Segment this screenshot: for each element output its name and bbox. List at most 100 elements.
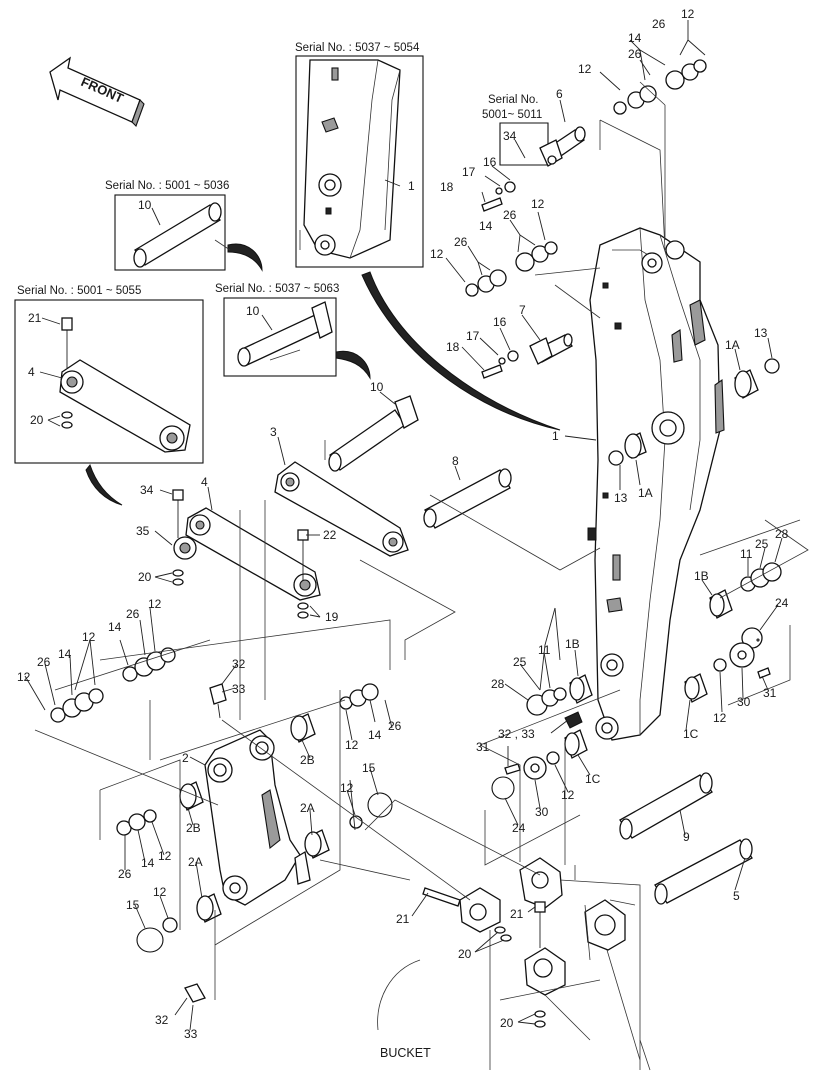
callout-20: 20 bbox=[138, 570, 152, 584]
callout-11: 11 bbox=[740, 547, 753, 561]
callout-16: 16 bbox=[493, 315, 507, 329]
callout-6: 6 bbox=[556, 87, 563, 101]
callout-12: 12 bbox=[340, 781, 354, 795]
callout-31: 31 bbox=[476, 740, 490, 754]
callout-14: 14 bbox=[58, 647, 72, 661]
washers-mid bbox=[465, 241, 558, 297]
washers-left-of-boom bbox=[491, 638, 760, 800]
callout-25: 25 bbox=[755, 537, 769, 551]
callout-13: 13 bbox=[754, 326, 768, 340]
callout-2a: 2A bbox=[188, 855, 203, 869]
callout-14: 14 bbox=[108, 620, 122, 634]
callout-33: 33 bbox=[184, 1027, 198, 1041]
bolt-18-top bbox=[481, 181, 516, 212]
callout-26: 26 bbox=[503, 208, 517, 222]
callout-26: 26 bbox=[37, 655, 51, 669]
callout-7: 7 bbox=[519, 303, 526, 317]
callout-32: 32 bbox=[155, 1013, 169, 1027]
callout-12: 12 bbox=[681, 7, 695, 21]
serial-label-boom: Serial No. : 5037 ~ 5054 bbox=[295, 42, 420, 54]
callout-21: 21 bbox=[28, 311, 42, 325]
serial-label-pin6-1: Serial No. bbox=[488, 94, 539, 106]
callout-13: 13 bbox=[614, 491, 628, 505]
washers-arm-link bbox=[50, 647, 393, 953]
callout-25: 25 bbox=[513, 655, 527, 669]
callout-32: 32 bbox=[232, 657, 246, 671]
callout-12: 12 bbox=[531, 197, 545, 211]
callout-4: 4 bbox=[28, 365, 35, 379]
callout-10: 10 bbox=[246, 304, 260, 318]
leader-lines bbox=[24, 20, 783, 1031]
callout-12: 12 bbox=[713, 711, 727, 725]
pin-8 bbox=[423, 468, 512, 529]
boom bbox=[587, 227, 725, 741]
pin-10 bbox=[328, 395, 419, 472]
callout-14: 14 bbox=[628, 31, 642, 45]
callout-1a: 1A bbox=[725, 338, 740, 352]
callout-10: 10 bbox=[370, 380, 384, 394]
serial-box-link: Serial No. : 5001 ~ 5055 bbox=[14, 285, 204, 464]
callout-4: 4 bbox=[201, 475, 208, 489]
callout-12: 12 bbox=[158, 849, 172, 863]
serial-label-link: Serial No. : 5001 ~ 5055 bbox=[17, 285, 141, 297]
callout-17: 17 bbox=[462, 165, 476, 179]
callouts: 12 26 14 26 12 6 34 17 16 18 26 12 14 26… bbox=[17, 7, 789, 1041]
callout-1c: 1C bbox=[585, 772, 601, 786]
pin-7 bbox=[481, 333, 573, 379]
serial-label-pin10a: Serial No. : 5001 ~ 5036 bbox=[105, 180, 229, 192]
callout-17: 17 bbox=[466, 329, 480, 343]
callout-1: 1 bbox=[408, 179, 415, 193]
callout-12: 12 bbox=[578, 62, 592, 76]
callout-20: 20 bbox=[500, 1016, 514, 1030]
callout-18: 18 bbox=[446, 340, 460, 354]
callout-26: 26 bbox=[126, 607, 140, 621]
serial-box-pin-10b: Serial No. : 5037 ~ 5063 bbox=[215, 283, 339, 377]
callout-28: 28 bbox=[491, 677, 505, 691]
callout-10: 10 bbox=[138, 198, 152, 212]
callout-12: 12 bbox=[345, 738, 359, 752]
callout-20: 20 bbox=[30, 413, 44, 427]
callout-14: 14 bbox=[368, 728, 382, 742]
callout-22: 22 bbox=[323, 528, 337, 542]
callout-18: 18 bbox=[440, 180, 454, 194]
callout-5: 5 bbox=[733, 889, 740, 903]
callout-2b: 2B bbox=[186, 821, 201, 835]
callout-26: 26 bbox=[454, 235, 468, 249]
callout-15: 15 bbox=[126, 898, 140, 912]
link-4 bbox=[172, 489, 321, 619]
bucket-label: BUCKET bbox=[380, 1046, 431, 1060]
callout-30: 30 bbox=[737, 695, 751, 709]
callout-34: 34 bbox=[503, 129, 517, 143]
callout-35: 35 bbox=[136, 524, 150, 538]
callout-2b: 2B bbox=[300, 753, 315, 767]
callout-19: 19 bbox=[325, 610, 339, 624]
callout-12: 12 bbox=[82, 630, 96, 644]
callout-26: 26 bbox=[628, 47, 642, 61]
callout-1b: 1B bbox=[694, 569, 709, 583]
callout-31: 31 bbox=[763, 686, 777, 700]
callout-30: 30 bbox=[535, 805, 549, 819]
callout-16: 16 bbox=[483, 155, 497, 169]
bushing-1a bbox=[608, 358, 780, 466]
callout-34: 34 bbox=[140, 483, 154, 497]
link-3 bbox=[274, 461, 409, 557]
callout-12: 12 bbox=[17, 670, 31, 684]
serial-box-boom: Serial No. : 5037 ~ 5054 bbox=[295, 42, 424, 268]
callout-21: 21 bbox=[510, 907, 524, 921]
washers-top bbox=[613, 59, 707, 115]
callout-3233: 32 , 33 bbox=[498, 727, 535, 741]
callout-12: 12 bbox=[148, 597, 162, 611]
callout-11: 11 bbox=[538, 643, 551, 657]
callout-8: 8 bbox=[452, 454, 459, 468]
callout-1b: 1B bbox=[565, 637, 580, 651]
callout-2a: 2A bbox=[300, 801, 315, 815]
serial-label-pin6-2: 5001~ 5011 bbox=[482, 109, 542, 121]
callout-26: 26 bbox=[118, 867, 132, 881]
serial-box-pin-10a: Serial No. : 5001 ~ 5036 bbox=[105, 180, 229, 271]
callout-1c: 1C bbox=[683, 727, 699, 741]
callout-12: 12 bbox=[561, 788, 575, 802]
callout-33: 33 bbox=[232, 682, 246, 696]
callout-3: 3 bbox=[270, 425, 277, 439]
callout-26: 26 bbox=[388, 719, 402, 733]
